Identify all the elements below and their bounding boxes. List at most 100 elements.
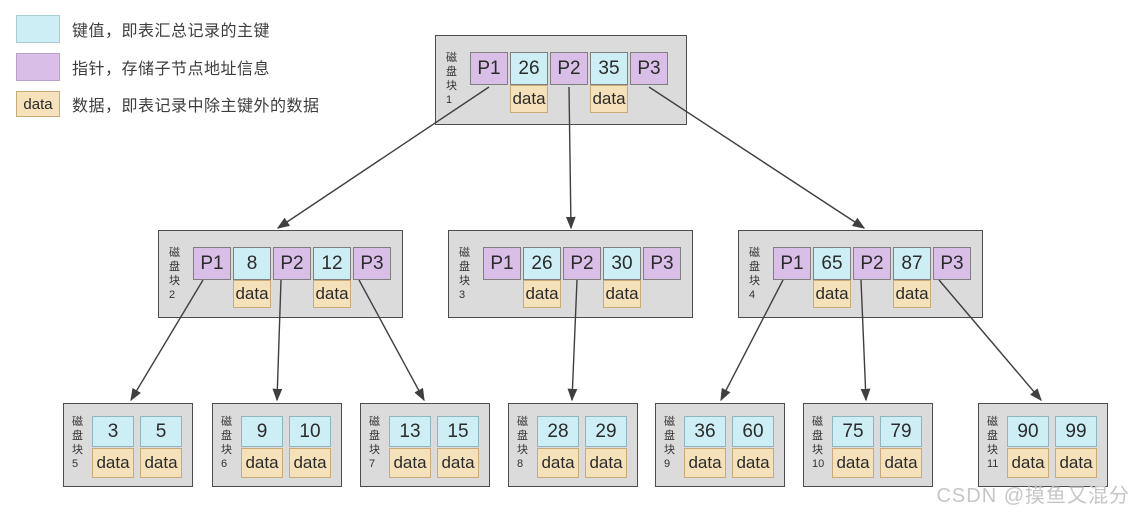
- key-cell: 35: [590, 52, 628, 85]
- disk-block-2-cells: P1 8 P2 12 P3 data data: [193, 247, 391, 308]
- disk-block-5-cells: 3 data 5 data: [92, 416, 182, 478]
- legend: 键值，即表汇总记录的主键 指针，存储子节点地址信息 data 数据，即表记录中除…: [16, 15, 320, 117]
- record-stack: 99 data: [1055, 416, 1097, 478]
- disk-block-8-cells: 28 data 29 data: [537, 416, 627, 478]
- key-cell: 28: [537, 416, 579, 447]
- disk-block-name: 磁盘块: [987, 416, 998, 456]
- disk-block-number: 3: [459, 289, 466, 302]
- disk-block-name: 磁盘块: [446, 52, 457, 92]
- record-stack: 15 data: [437, 416, 479, 478]
- disk-block-11-cells: 90 data 99 data: [1007, 416, 1097, 478]
- key-cell: 29: [585, 416, 627, 447]
- key-cell: 30: [603, 247, 641, 280]
- key-swatch: [16, 15, 60, 43]
- record-stack: 75 data: [832, 416, 874, 478]
- pointer-cell-p2: P2: [273, 247, 311, 280]
- disk-block-8: 磁盘块 8 28 data 29 data: [508, 403, 638, 487]
- data-cell: data: [437, 448, 479, 478]
- key-cell: 13: [389, 416, 431, 447]
- disk-block-11-label: 磁盘块 11: [987, 416, 1003, 470]
- disk-block-number: 7: [369, 458, 376, 471]
- pointer-cell-p2: P2: [853, 247, 891, 280]
- disk-block-8-label: 磁盘块 8: [517, 416, 533, 470]
- disk-block-4: 磁盘块 4 P1 65 P2 87 P3 data data: [738, 230, 983, 318]
- data-swatch: data: [16, 91, 60, 117]
- data-cell: data: [523, 280, 561, 308]
- key-cell: 90: [1007, 416, 1049, 447]
- legend-pointer-text: 指针，存储子节点地址信息: [72, 61, 271, 78]
- disk-block-number: 10: [812, 458, 825, 471]
- key-cell: 9: [241, 416, 283, 447]
- data-cell: data: [537, 448, 579, 478]
- legend-key-text: 键值，即表汇总记录的主键: [72, 23, 271, 40]
- disk-block-3: 磁盘块 3 P1 26 P2 30 P3 data data: [448, 230, 693, 318]
- key-cell: 65: [813, 247, 851, 280]
- disk-block-name: 磁盘块: [517, 416, 528, 456]
- legend-data-text: 数据，即表记录中除主键外的数据: [72, 98, 320, 115]
- disk-block-3-label: 磁盘块 3: [459, 247, 475, 301]
- data-cell: data: [590, 85, 628, 113]
- key-cell: 79: [880, 416, 922, 447]
- record-stack: 79 data: [880, 416, 922, 478]
- legend-row-key: 键值，即表汇总记录的主键: [16, 15, 320, 43]
- pointer-cell-p3: P3: [643, 247, 681, 280]
- disk-block-1-cells: P1 26 P2 35 P3 data data: [470, 52, 668, 113]
- disk-block-9: 磁盘块 9 36 data 60 data: [655, 403, 785, 487]
- key-cell: 36: [684, 416, 726, 447]
- data-cell: data: [880, 448, 922, 478]
- disk-block-name: 磁盘块: [221, 416, 232, 456]
- data-cell: data: [585, 448, 627, 478]
- pointer-cell-p2: P2: [550, 52, 588, 85]
- disk-block-5-label: 磁盘块 5: [72, 416, 88, 470]
- data-cell: data: [510, 85, 548, 113]
- key-cell: 15: [437, 416, 479, 447]
- disk-block-10-cells: 75 data 79 data: [832, 416, 922, 478]
- key-cell: 8: [233, 247, 271, 280]
- data-cell: data: [813, 280, 851, 308]
- data-cell: data: [140, 448, 182, 478]
- disk-block-number: 11: [987, 458, 999, 471]
- disk-block-number: 8: [517, 458, 524, 471]
- disk-block-name: 磁盘块: [749, 247, 760, 287]
- record-stack: 3 data: [92, 416, 134, 478]
- disk-block-name: 磁盘块: [369, 416, 380, 456]
- pointer-cell-p3: P3: [353, 247, 391, 280]
- key-cell: 10: [289, 416, 331, 447]
- disk-block-6: 磁盘块 6 9 data 10 data: [212, 403, 342, 487]
- key-cell: 26: [510, 52, 548, 85]
- data-cell: data: [732, 448, 774, 478]
- data-cell: data: [313, 280, 351, 308]
- pointer-cell-p1: P1: [470, 52, 508, 85]
- record-stack: 9 data: [241, 416, 283, 478]
- data-cell: data: [893, 280, 931, 308]
- disk-block-name: 磁盘块: [72, 416, 83, 456]
- disk-block-6-label: 磁盘块 6: [221, 416, 237, 470]
- disk-block-11: 磁盘块 11 90 data 99 data: [978, 403, 1108, 487]
- disk-block-name: 磁盘块: [812, 416, 823, 456]
- legend-row-pointer: 指针，存储子节点地址信息: [16, 53, 320, 81]
- key-cell: 12: [313, 247, 351, 280]
- disk-block-1-label: 磁盘块 1: [446, 52, 462, 106]
- record-stack: 28 data: [537, 416, 579, 478]
- data-cell: data: [1055, 448, 1097, 478]
- key-cell: 3: [92, 416, 134, 447]
- disk-block-10-label: 磁盘块 10: [812, 416, 828, 470]
- pointer-cell-p3: P3: [630, 52, 668, 85]
- data-cell: data: [233, 280, 271, 308]
- key-cell: 5: [140, 416, 182, 447]
- record-stack: 13 data: [389, 416, 431, 478]
- record-stack: 5 data: [140, 416, 182, 478]
- disk-block-7-label: 磁盘块 7: [369, 416, 385, 470]
- disk-block-name: 磁盘块: [459, 247, 470, 287]
- disk-block-5: 磁盘块 5 3 data 5 data: [63, 403, 193, 487]
- disk-block-number: 1: [446, 94, 453, 107]
- watermark: CSDN @摸鱼又混分: [936, 485, 1130, 507]
- legend-row-data: data 数据，即表记录中除主键外的数据: [16, 91, 320, 117]
- pointer-cell-p1: P1: [193, 247, 231, 280]
- key-cell: 26: [523, 247, 561, 280]
- disk-block-4-label: 磁盘块 4: [749, 247, 765, 301]
- disk-block-10: 磁盘块 10 75 data 79 data: [803, 403, 933, 487]
- data-cell: data: [684, 448, 726, 478]
- disk-block-3-cells: P1 26 P2 30 P3 data data: [483, 247, 681, 308]
